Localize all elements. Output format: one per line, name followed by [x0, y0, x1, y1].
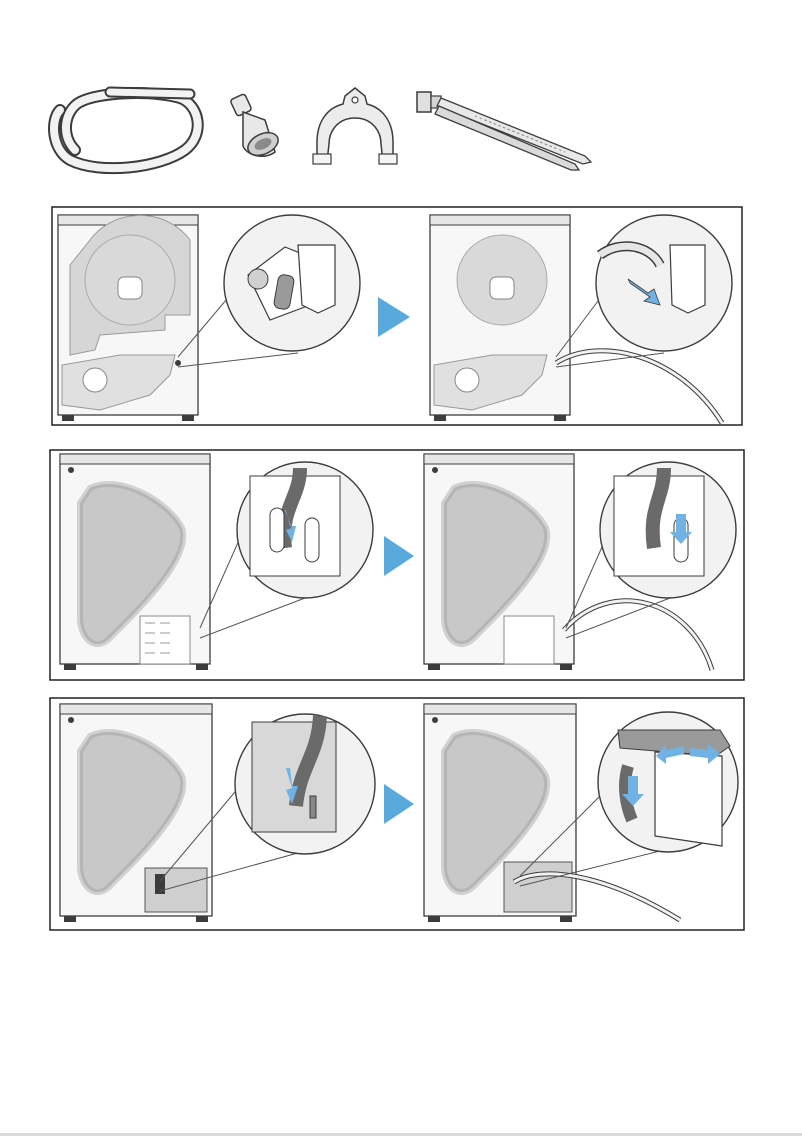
accessories-row — [40, 80, 600, 190]
drain-hose-coil-icon — [48, 86, 204, 175]
step-arrow-icon — [384, 536, 414, 576]
direction-arrow-icon — [670, 514, 692, 544]
hose-funnel-adapter-icon — [230, 93, 279, 158]
zoom-detail-outlet-connected — [555, 214, 733, 368]
drain-hose — [562, 599, 714, 671]
dryer-rear-view-connected — [423, 703, 577, 922]
hose-clip-bracket-icon — [312, 87, 398, 165]
direction-arrow-icon — [656, 744, 684, 764]
drain-hose — [513, 872, 681, 922]
direction-arrow-icon — [690, 744, 720, 764]
zoom-detail-outlet — [177, 214, 361, 368]
footer-divider — [0, 1133, 802, 1136]
dryer-rear-view — [59, 453, 211, 670]
zoom-detail-tray — [159, 713, 376, 892]
zoom-detail-drain-connected — [565, 461, 737, 639]
step-arrow-icon — [384, 784, 414, 824]
direction-arrow-icon — [286, 768, 298, 804]
step-arrow-icon — [378, 297, 410, 337]
zoom-detail-drain — [199, 461, 374, 639]
drain-hose — [555, 349, 724, 424]
instruction-panel-2 — [0, 448, 802, 682]
direction-arrow-icon — [622, 776, 644, 806]
instruction-panel-1 — [0, 205, 802, 427]
accessories-illustration — [48, 86, 593, 175]
zoom-detail-tray-connected — [519, 711, 739, 887]
dryer-rear-view — [57, 214, 199, 421]
cable-tie-icon — [416, 91, 593, 171]
dryer-rear-view-connected — [429, 214, 571, 421]
instruction-panel-3 — [0, 696, 802, 932]
direction-arrow-icon — [627, 278, 661, 306]
direction-arrow-icon — [285, 510, 296, 542]
dryer-rear-view-connected — [423, 453, 575, 670]
dryer-rear-view — [59, 703, 213, 922]
